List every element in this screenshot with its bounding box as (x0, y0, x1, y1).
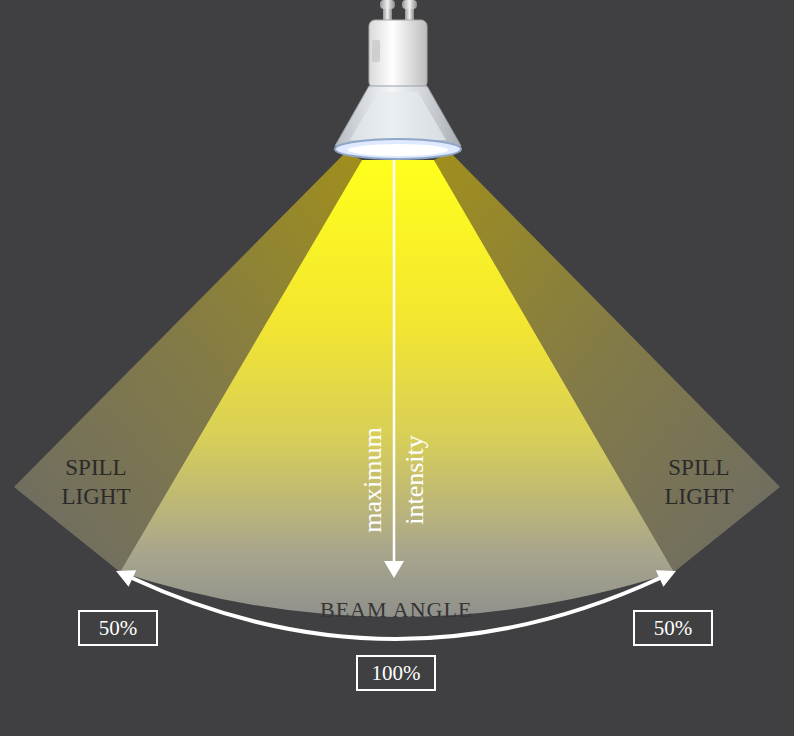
arrow-head (384, 561, 404, 578)
spill-light-region: SPILL LIGHT (639, 453, 759, 511)
node-text: SPILL LIGHT (639, 453, 759, 511)
node-text: 50% (99, 615, 138, 641)
percent-box: 50% (633, 610, 713, 646)
node-text: 100% (372, 660, 421, 686)
beam-cone (120, 160, 674, 617)
percent-box: 100% (356, 655, 436, 691)
angle-label: BEAM ANGLE (320, 597, 472, 623)
arrow-head (116, 570, 136, 586)
beam-angle-arc (132, 578, 660, 639)
spill-light-region: SPILL LIGHT (36, 453, 156, 511)
node-text: SPILL LIGHT (36, 453, 156, 511)
percent-box: 50% (78, 610, 158, 646)
arrow-head (656, 570, 676, 586)
gu10-bulb (335, 0, 461, 159)
intensity-arrow (393, 160, 396, 563)
node-text: 50% (654, 615, 693, 641)
axis-label: maximum intensity (352, 421, 436, 539)
